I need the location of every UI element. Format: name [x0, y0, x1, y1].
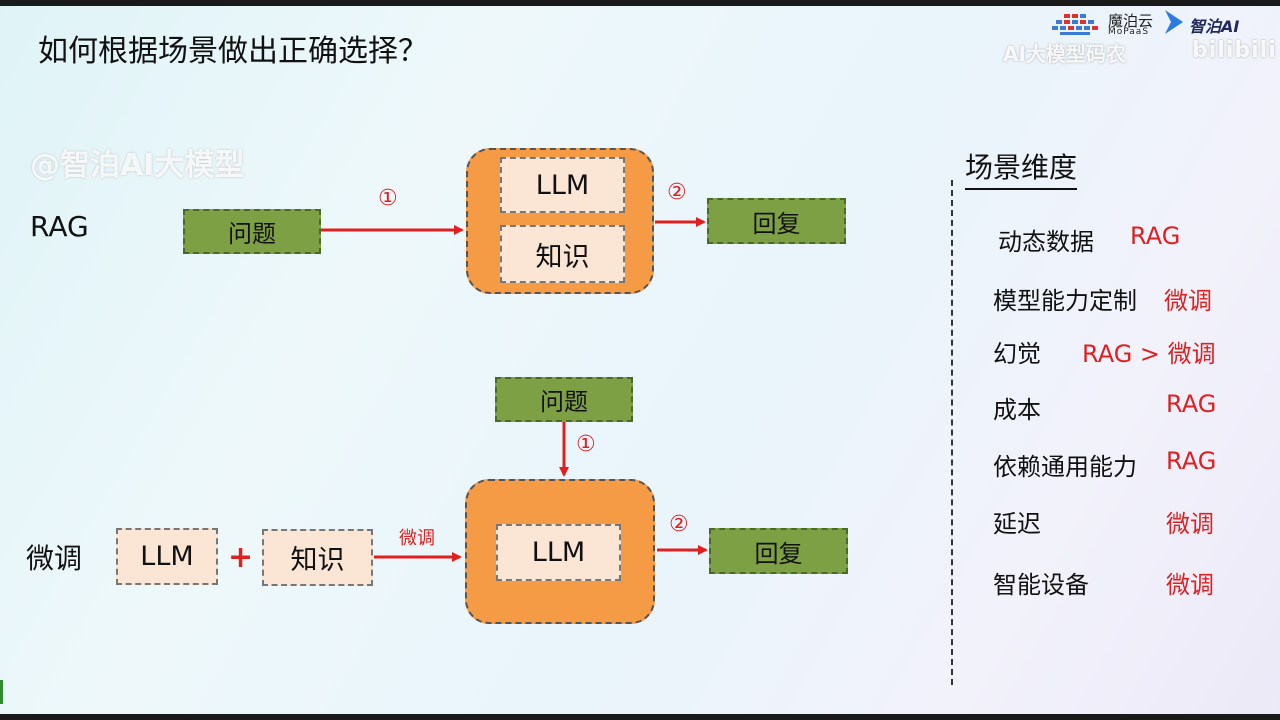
rag-step1: ①	[378, 186, 398, 211]
rag-knowledge-box: 知识	[500, 225, 625, 283]
ft-question-box: 问题	[495, 377, 633, 422]
dimension-label-smart-devices: 智能设备	[993, 571, 1089, 599]
rag-step2: ②	[667, 180, 687, 205]
ft-label: 微调	[26, 542, 83, 575]
ft-step1: ①	[576, 432, 596, 457]
dimension-label-dynamic-data: 动态数据	[998, 228, 1094, 256]
ft-train-label: 微调	[399, 528, 435, 549]
dimension-label-hallucination: 幻觉	[993, 340, 1041, 368]
rag-llm-box: LLM	[500, 157, 625, 213]
dimension-value-customization: 微调	[1164, 287, 1212, 315]
zhipo-logo-icon	[1165, 10, 1183, 34]
dimensions-title: 场景维度	[965, 146, 1078, 190]
dimension-value-dynamic-data: RAG	[1130, 222, 1181, 250]
zhipo-logo: 智泊AI	[1163, 8, 1273, 38]
mopaas-dots-icon	[1052, 14, 1098, 35]
left-edge-mark	[0, 680, 3, 704]
dimension-value-latency: 微调	[1166, 510, 1214, 538]
rag-label: RAG	[30, 210, 89, 243]
rag-reply-box: 回复	[707, 198, 846, 244]
ft-knowledge-box: 知识	[262, 529, 373, 586]
slide-title: 如何根据场景做出正确选择？	[38, 34, 428, 69]
dimension-value-smart-devices: 微调	[1166, 571, 1214, 599]
dimension-value-cost: RAG	[1166, 390, 1217, 418]
mopaas-logo-cn: 魔泊云	[1108, 12, 1154, 30]
ft-llm-box: LLM	[496, 524, 621, 581]
bottom-bar	[0, 714, 1280, 720]
bilibili-watermark: bilibili	[1192, 38, 1277, 63]
ft-llm-input-box: LLM	[116, 528, 218, 585]
channel-watermark: AI大模型码农	[1003, 42, 1126, 66]
zhipo-logo-text: 智泊AI	[1189, 17, 1240, 36]
top-bar	[0, 0, 1280, 6]
rag-question-box: 问题	[183, 209, 321, 254]
divider-line	[951, 180, 953, 685]
dimension-label-general-ability: 依赖通用能力	[993, 453, 1137, 481]
author-watermark: @智泊AI大模型	[30, 148, 245, 183]
dimension-value-hallucination: RAG > 微调	[1082, 340, 1216, 368]
ft-step2: ②	[669, 512, 689, 537]
dimension-label-cost: 成本	[993, 396, 1041, 424]
dimension-value-general-ability: RAG	[1166, 447, 1217, 475]
ft-reply-box: 回复	[709, 528, 848, 574]
dimension-label-latency: 延迟	[993, 510, 1041, 538]
mopaas-logo: 魔泊云 MoPaaS	[1050, 10, 1160, 38]
dimension-label-customization: 模型能力定制	[993, 287, 1137, 315]
plus-sign: +	[228, 540, 254, 575]
mopaas-logo-en: MoPaaS	[1108, 27, 1150, 37]
